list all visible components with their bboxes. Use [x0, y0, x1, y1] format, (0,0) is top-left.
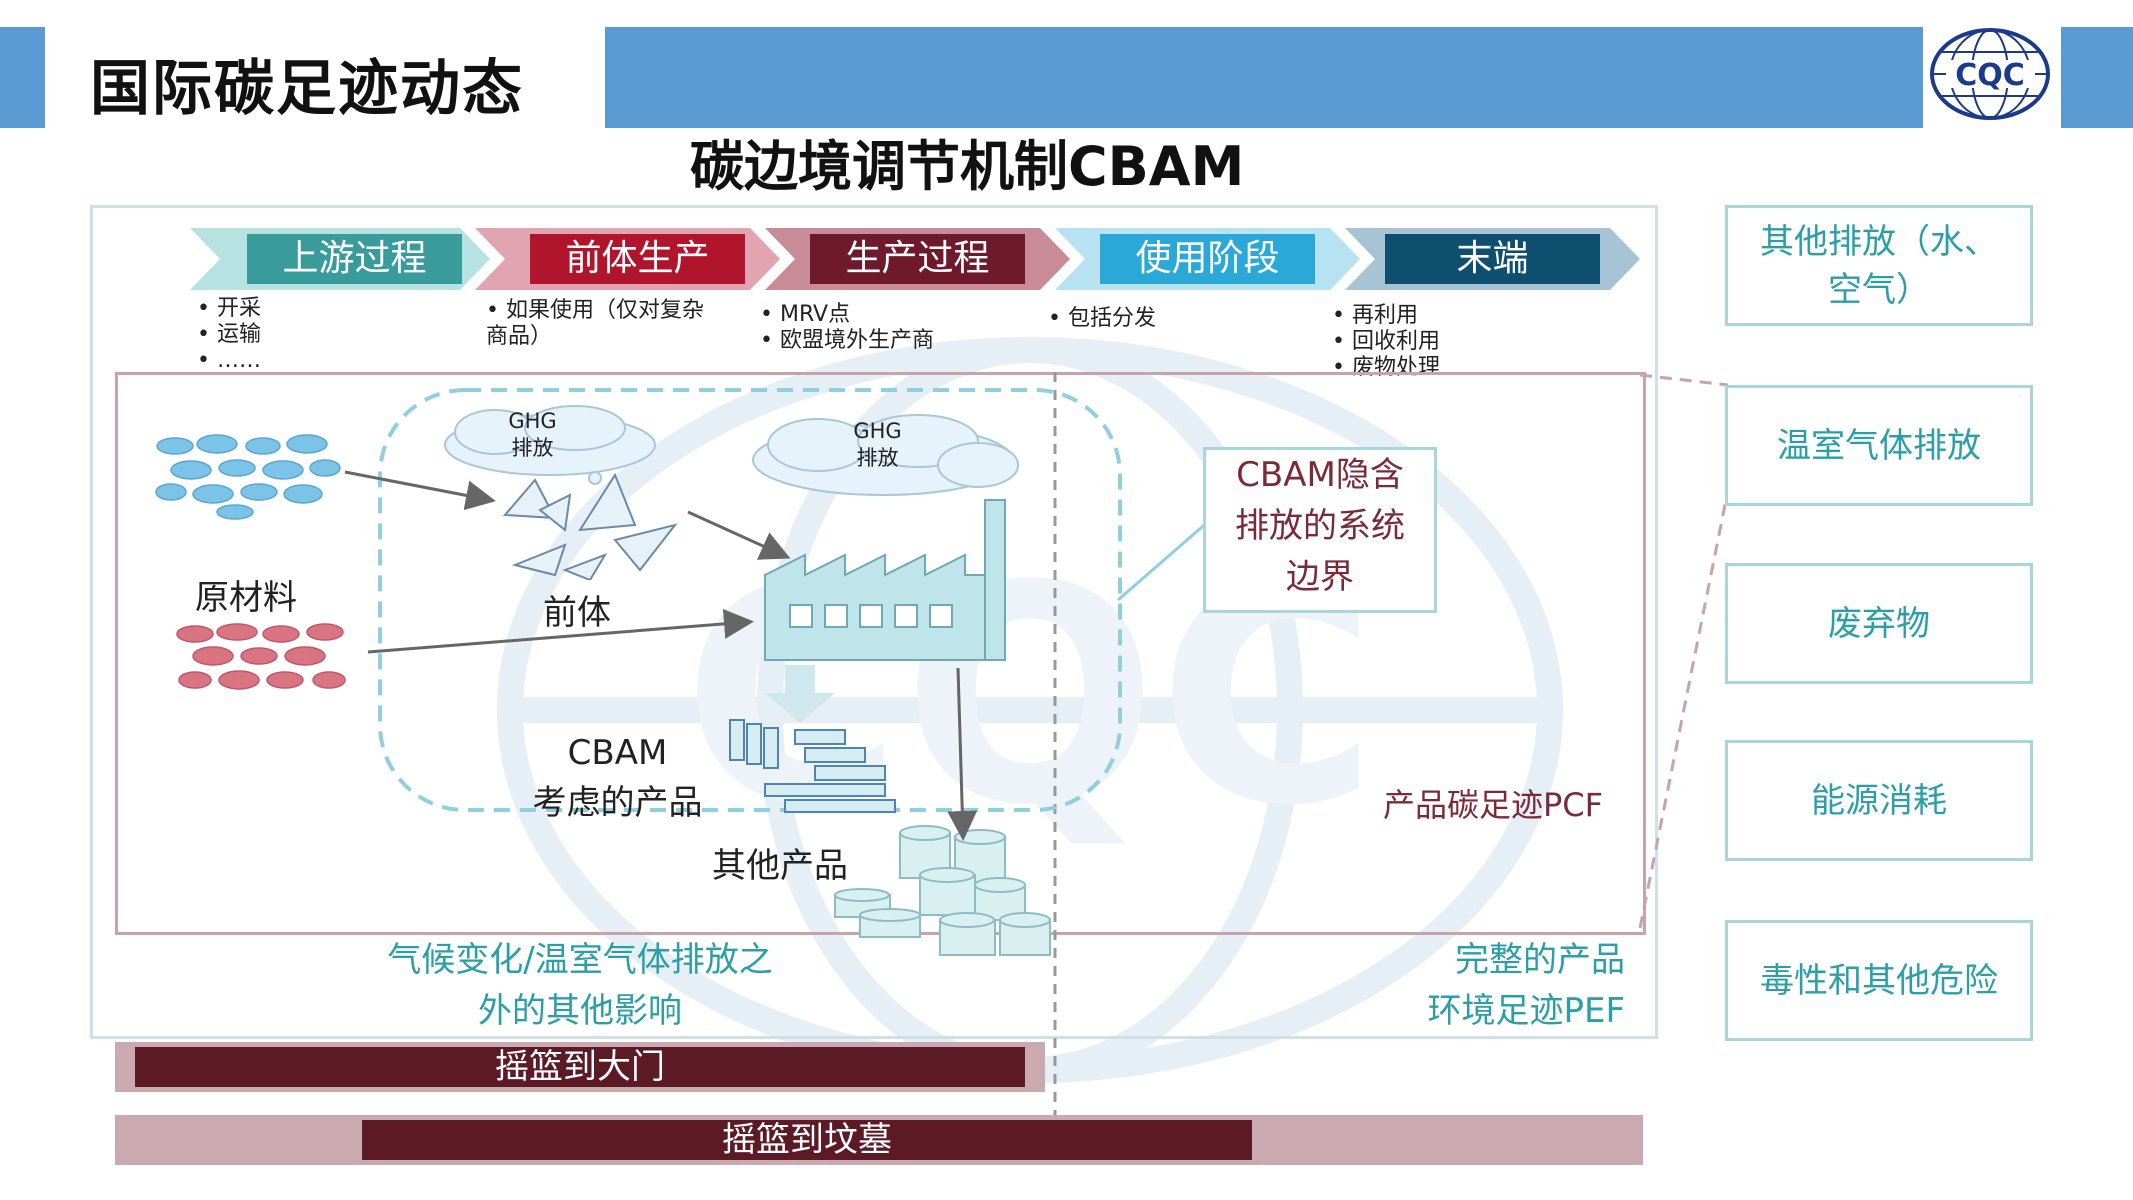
stage-precursor: 前体生产 [530, 234, 745, 284]
logo-text: CQC [1955, 58, 2025, 93]
cradle-to-grave-bar: 摇篮到坟墓 [115, 1115, 1643, 1165]
bullets-upstream: • 开采 • 运输 • …… [197, 296, 261, 373]
bullets-production: • MRV点 • 欧盟境外生产商 [760, 302, 934, 353]
precursor-icon [502, 472, 678, 580]
cradle-to-gate-bar: 摇篮到大门 [115, 1042, 1045, 1092]
stage-production: 生产过程 [810, 234, 1025, 284]
cbam-boundary-box: CBAM隐含 排放的系统 边界 [1203, 447, 1437, 613]
other-products-label: 其他产品 [712, 846, 848, 886]
stage-upstream: 上游过程 [247, 234, 462, 284]
cbam-products-icon [729, 719, 896, 813]
side-box-other-emissions: 其他排放（水、 空气） [1725, 205, 2033, 326]
bullets-precursor: • 如果使用（仅对复杂 商品） [486, 298, 704, 349]
other-impacts-label: 气候变化/温室气体排放之 外的其他影响 [387, 940, 773, 1031]
diagram-title: 碳边境调节机制CBAM [690, 135, 1245, 198]
side-box-waste: 废弃物 [1725, 563, 2033, 684]
side-box-toxicity: 毒性和其他危险 [1725, 920, 2033, 1041]
other-products-icon [834, 825, 1051, 956]
cbam-products-label: CBAM 考虑的产品 [532, 733, 703, 823]
stage-use: 使用阶段 [1100, 234, 1315, 284]
header-accent-left [0, 27, 45, 128]
page-title: 国际碳足迹动态 [90, 54, 524, 124]
stage-end: 末端 [1385, 234, 1600, 284]
ghg-cloud-right-icon [752, 414, 1019, 496]
ghg-right-label: GHG 排放 [853, 419, 902, 470]
factory-icon [764, 499, 1006, 661]
ghg-left-label: GHG 排放 [508, 409, 557, 460]
cradle-to-gate-label: 摇篮到大门 [135, 1047, 1025, 1087]
diagram-frame [90, 205, 1658, 1039]
pcf-label: 产品碳足迹PCF [1383, 786, 1604, 824]
raw-material-red-icon [176, 623, 346, 690]
header-accent-right [2061, 27, 2133, 128]
pef-label: 完整的产品 环境足迹PEF [1427, 940, 1625, 1031]
side-box-ghg: 温室气体排放 [1725, 385, 2033, 506]
precursor-label: 前体 [543, 593, 611, 633]
raw-material-blue-icon [155, 434, 341, 520]
header-bar [605, 27, 1923, 128]
stage-divider [1053, 372, 1057, 1162]
cradle-to-grave-label: 摇篮到坟墓 [362, 1120, 1252, 1160]
ghg-cloud-left-icon [444, 405, 656, 495]
cqc-logo: CQC [1928, 24, 2053, 124]
raw-material-label: 原材料 [195, 578, 297, 618]
factory-down-arrow-icon [765, 665, 835, 723]
side-box-energy: 能源消耗 [1725, 740, 2033, 861]
bullets-use: • 包括分发 [1048, 306, 1156, 331]
bullets-end: • 再利用 • 回收利用 • 废物处理 [1332, 303, 1440, 380]
